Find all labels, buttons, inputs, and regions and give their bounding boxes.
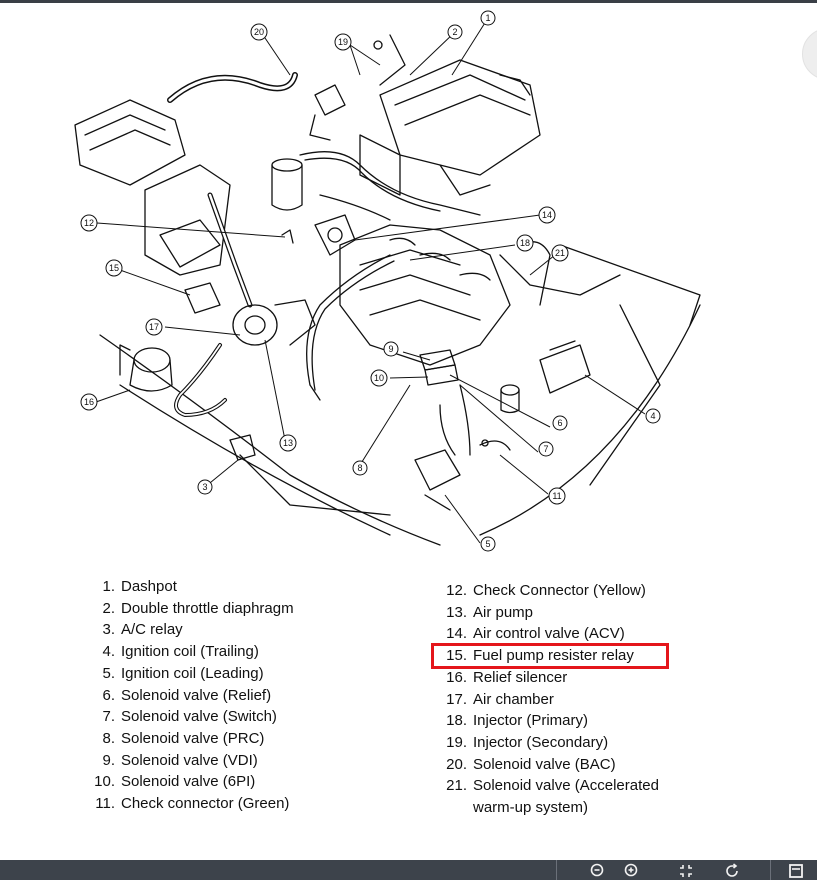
legend-item-10: 10.Solenoid valve (6PI): [94, 773, 256, 791]
callout-15: [105, 259, 123, 277]
legend-item-21-continuation: warm-up system): [473, 799, 589, 817]
callout-label-1: 1: [485, 13, 490, 23]
callout-11: [548, 487, 566, 505]
legend-right-column: 12.Check Connector (Yellow) 13.Air pump …: [437, 580, 659, 819]
callout-10: [370, 369, 388, 387]
callout-label-4: 4: [650, 411, 655, 421]
toolbar-divider-2: [770, 860, 771, 880]
legend-item-21: 21.Solenoid valve (Accelerated: [446, 777, 659, 795]
callout-13: [279, 434, 297, 452]
zoom-in-icon[interactable]: [622, 863, 642, 883]
legend-item-9: 9.Solenoid valve (VDI): [102, 751, 258, 769]
callout-1: [480, 10, 496, 26]
legend-item-11: 11.Check connector (Green): [95, 795, 290, 813]
callout-5: [480, 536, 496, 552]
callout-17: [145, 318, 163, 336]
floating-action-button[interactable]: [802, 28, 817, 80]
legend-item-19: 19.Injector (Secondary): [446, 733, 609, 751]
legend-item-17: 17.Air chamber: [446, 690, 554, 708]
engine-diagram: 1 2 3 4 5 6 7 8 9 10 11 12 13 14 15 16 1…: [74, 10, 701, 552]
callout-label-3: 3: [202, 482, 207, 492]
callout-label-13: 13: [283, 438, 293, 448]
toolbar-divider: [556, 860, 557, 880]
callout-label-15: 15: [109, 263, 119, 273]
callout-label-18: 18: [520, 238, 530, 248]
callout-label-14: 14: [542, 210, 552, 220]
callout-label-20: 20: [254, 27, 264, 37]
callout-label-11: 11: [552, 491, 561, 501]
callout-3: [197, 479, 213, 495]
legend-item-7: 7.Solenoid valve (Switch): [102, 708, 277, 726]
legend-item-1: 1.Dashpot: [102, 578, 177, 595]
callout-label-16: 16: [84, 397, 94, 407]
callout-label-21: 21: [555, 248, 565, 258]
fit-icon[interactable]: [676, 863, 696, 883]
callout-2: [447, 24, 463, 40]
legend-left-column: 1.Dashpot 2.Double throttle diaphragm 3.…: [85, 576, 294, 815]
callout-9: [383, 341, 399, 357]
callout-label-9: 9: [388, 344, 393, 354]
callout-14: [538, 206, 556, 224]
legend-item-13: 13.Air pump: [446, 603, 534, 621]
callout-label-8: 8: [357, 463, 362, 473]
callout-label-6: 6: [557, 418, 562, 428]
callout-6: [552, 415, 568, 431]
callout-18: [516, 234, 534, 252]
legend-item-5: 5.Ignition coil (Leading): [102, 664, 264, 682]
legend-item-12: 12.Check Connector (Yellow): [446, 582, 646, 599]
legend-item-14: 14.Air control valve (ACV): [446, 625, 625, 643]
callout-group: [80, 10, 661, 552]
callout-label-12: 12: [84, 218, 94, 228]
more-icon[interactable]: [786, 863, 806, 883]
legend-item-3: 3.A/C relay: [102, 621, 183, 639]
legend-item-20: 20.Solenoid valve (BAC): [446, 755, 616, 773]
zoom-out-icon[interactable]: [588, 863, 608, 883]
legend-item-8: 8.Solenoid valve (PRC): [102, 729, 265, 747]
callout-label-17: 17: [149, 322, 159, 332]
callout-label-19: 19: [338, 37, 348, 47]
callout-8: [352, 460, 368, 476]
legend-item-18: 18.Injector (Primary): [446, 712, 589, 730]
top-bar: [0, 0, 817, 3]
legend-item-2: 2.Double throttle diaphragm: [102, 599, 294, 617]
callout-19: [334, 33, 352, 51]
callout-12: [80, 214, 98, 232]
rotate-icon[interactable]: [722, 863, 742, 883]
callout-16: [80, 393, 98, 411]
highlight-box-item-15: [431, 643, 669, 669]
viewer-toolbar: [0, 860, 817, 880]
callout-label-2: 2: [452, 27, 457, 37]
legend-item-16: 16.Relief silencer: [446, 668, 568, 686]
callout-4: [645, 408, 661, 424]
callout-label-5: 5: [485, 539, 490, 549]
legend-item-15: 15.Fuel pump resister relay: [446, 647, 634, 665]
legend-item-6: 6.Solenoid valve (Relief): [102, 686, 272, 704]
callout-label-10: 10: [374, 373, 384, 383]
legend-item-4: 4.Ignition coil (Trailing): [102, 643, 259, 661]
callout-label-7: 7: [543, 444, 548, 454]
callout-21: [551, 244, 569, 262]
callout-7: [538, 441, 554, 457]
callout-20: [250, 23, 268, 41]
